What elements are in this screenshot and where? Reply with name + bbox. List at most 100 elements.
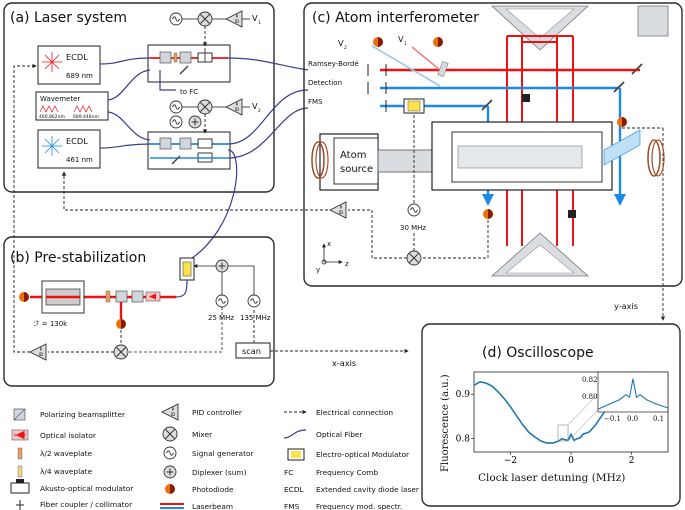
panel-c-frame	[303, 2, 683, 287]
pid-controller-icon	[161, 403, 179, 421]
fiber-wavemeter-blue	[107, 111, 151, 141]
v1-label: V	[252, 13, 258, 23]
v2-label: V	[338, 38, 344, 48]
mixer-icon	[406, 250, 422, 266]
freq-135mhz-label: 135 MHz	[240, 314, 271, 322]
y-tick-label: 0.9	[456, 390, 471, 400]
mirror-red	[179, 65, 189, 75]
abbrev-key-1: ECDL	[284, 485, 305, 494]
photodiode-icon	[165, 484, 175, 494]
blue-optics-board	[147, 131, 231, 170]
legend-label-2: λ/2 waveplate	[40, 449, 93, 458]
mirror-fms	[481, 99, 493, 111]
pid-controller-icon	[329, 201, 347, 219]
inset-ytick-0: 0.82	[582, 376, 598, 384]
cavity-finesse-label: ℱ = 130k	[34, 320, 68, 328]
panel-c-title: (c) Atom interferometer	[312, 10, 479, 26]
legend-label-10: Photodiode	[192, 485, 234, 494]
legend-label-9: Diplexer (sum)	[192, 468, 247, 477]
y-axis-title: Fluorescence (a.u.)	[440, 374, 451, 472]
inset-xtick-0: −0.1	[604, 415, 621, 423]
y-tick-label: 0.8	[456, 435, 471, 445]
inset-ytick-1: 0.80	[582, 393, 598, 401]
fiber-prestab	[185, 149, 238, 263]
panel-a-title: (a) Laser system	[10, 10, 127, 26]
v2-subscript: 2	[344, 45, 347, 51]
blue-laser-icon	[42, 136, 62, 156]
pbs-red-1	[159, 51, 172, 64]
wavemeter-trace	[39, 105, 93, 113]
photodiode-icon	[116, 319, 126, 329]
zoom-region	[557, 424, 569, 442]
freq-30mhz-label: 30 MHz	[400, 224, 426, 232]
v2-subscript: 2	[258, 108, 261, 114]
abbrev-key-0: FC	[284, 468, 293, 477]
axis-y-label: y	[316, 266, 320, 274]
x-tick-label: 0	[568, 456, 574, 466]
beam-sampler	[437, 61, 449, 77]
legend-label-14: Electro-optical Modulator	[316, 450, 410, 459]
legend-label-12: Electrical connection	[316, 408, 393, 417]
legend: Polarizing beamsplitter Optical isolator…	[10, 403, 420, 510]
inset-frame	[597, 371, 669, 413]
magnetic-coil-right	[647, 139, 665, 177]
wavemeter-reading-2: 689.448nm	[73, 114, 99, 120]
signal-generator-icon	[215, 294, 229, 308]
to-fc-label: to FC	[180, 88, 198, 96]
abbrev-label-1: Extended cavity diode laser	[316, 485, 420, 494]
signal-generator-icon	[169, 12, 183, 26]
mixer-icon	[197, 11, 213, 27]
panel-a-frame	[3, 2, 275, 193]
y-ticks: 0.9 0.8	[456, 390, 474, 445]
pid-controller-icon	[225, 98, 243, 116]
freq-25mhz-label: 25 MHz	[208, 314, 234, 322]
signal-generator-icon	[247, 294, 261, 308]
ecdl-blue-box	[37, 129, 101, 169]
abbrev-key-2: FMS	[284, 502, 300, 510]
mixer-icon	[162, 426, 178, 442]
fiber-wavemeter-red	[107, 69, 151, 101]
pbs-blue-2	[179, 137, 192, 150]
signal-generator-icon	[407, 203, 421, 217]
detection-label: Detection	[308, 79, 342, 87]
axis-x-label: x	[327, 240, 331, 248]
panel-b-frame	[3, 236, 275, 387]
optical-fiber-icon	[283, 429, 307, 439]
waveplate-prestab	[105, 290, 111, 303]
diplexer-icon	[163, 465, 177, 479]
legend-label-5: Fiber coupler / collimator	[40, 500, 133, 509]
mirror-blue	[171, 155, 181, 165]
v1-subscript: 1	[404, 41, 407, 47]
magnetic-coil-left	[311, 141, 329, 179]
mixer-icon	[113, 344, 129, 360]
pbs-blue-1	[159, 137, 172, 150]
fiber-to-fc	[159, 70, 176, 91]
v2-label: V	[252, 101, 258, 111]
photodiode-icon	[373, 37, 383, 47]
diplexer-icon	[188, 115, 202, 129]
ramsey-borde-label: Ramsey-Bordé	[308, 60, 359, 68]
v1-label: V	[398, 34, 404, 44]
aom-interferometer	[522, 94, 530, 102]
fiber-red-in	[99, 57, 151, 65]
pbs-prestab-2	[131, 290, 144, 303]
y-axis-label: y-axis	[614, 301, 638, 311]
photodiode-icon	[617, 117, 627, 127]
scan-box	[235, 342, 271, 359]
fms-label: FMS	[308, 98, 323, 106]
atom-source-label-1: Atom	[340, 150, 366, 161]
mirror-ramsey	[631, 63, 643, 75]
axis-z-label: z	[345, 260, 349, 268]
abbrev-label-0: Frequency Comb	[316, 468, 378, 477]
fiber-ramsey	[227, 57, 309, 71]
waveplate-red	[173, 52, 178, 63]
pbs-red-2	[179, 51, 192, 64]
legend-label-6: PID controller	[192, 408, 243, 417]
panel-b-title: (b) Pre-stabilization	[10, 250, 146, 266]
wavemeter-reading-1: 460.862nm	[39, 114, 65, 120]
diplexer-icon	[215, 259, 229, 273]
legend-label-0: Polarizing beamsplitter	[40, 410, 126, 419]
scan-label: scan	[242, 346, 261, 356]
